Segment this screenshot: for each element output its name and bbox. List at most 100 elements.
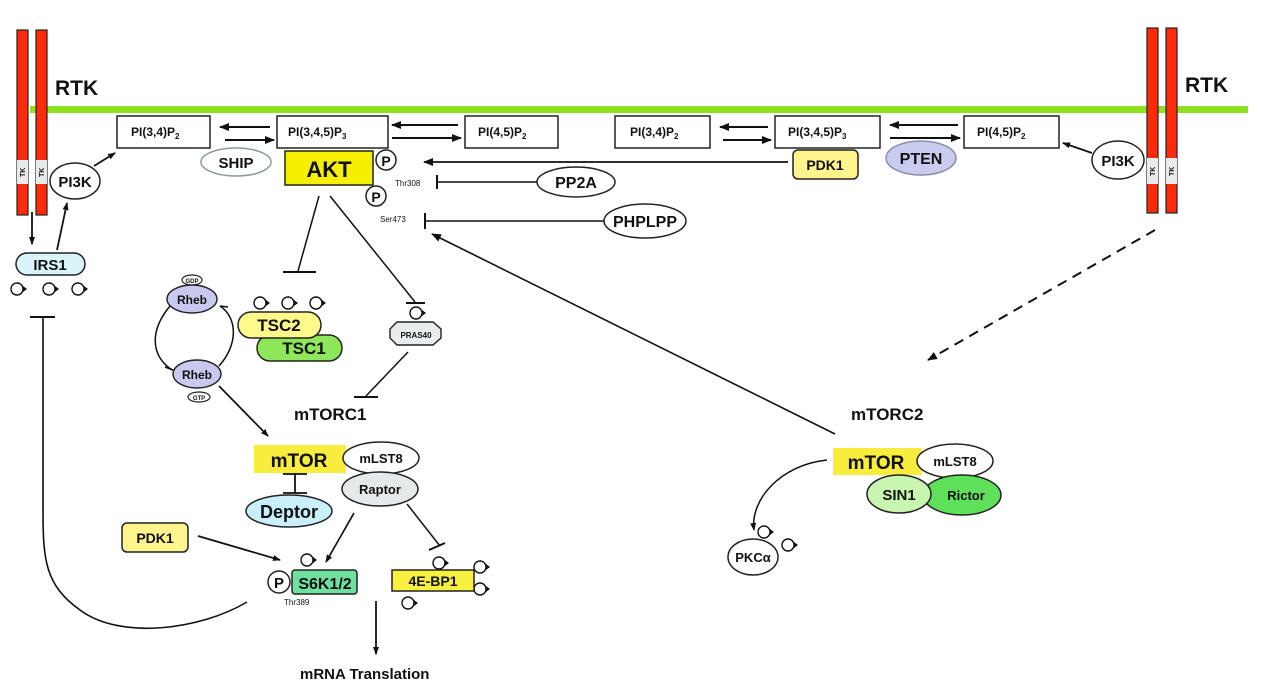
svg-text:PI(3,4)P2: PI(3,4)P2	[630, 125, 679, 141]
lipid-box[interactable]: PI(3,4)P2	[614, 115, 711, 149]
lipid-box[interactable]: PI(3,4,5)P3	[276, 115, 389, 149]
rheb-to-mtor-arrow	[218, 385, 269, 437]
svg-text:S6K1/2: S6K1/2	[298, 576, 351, 593]
svg-text:GTP: GTP	[193, 396, 205, 402]
deptor-node[interactable]: Deptor	[245, 494, 333, 528]
svg-text:PI(4,5)P2: PI(4,5)P2	[977, 125, 1026, 141]
phosphate-flags	[770, 529, 798, 548]
phosphate-group-icons	[10, 282, 85, 296]
pp2a-node[interactable]: PP2A	[536, 166, 616, 198]
svg-text:4E-BP1: 4E-BP1	[408, 573, 457, 589]
rtk-right-label: RTK	[1185, 74, 1228, 97]
rheb-gtp-node[interactable]: Rheb GTP	[172, 359, 222, 403]
pdk1-bottom-node[interactable]: PDK1	[121, 522, 189, 553]
raptor-node[interactable]	[341, 471, 419, 507]
ship-node[interactable]: SHIP	[200, 147, 272, 177]
phosphate-group-icons	[253, 296, 323, 310]
mtor1-node[interactable]	[254, 445, 346, 473]
mtorc1-label: mTORC1	[294, 405, 366, 424]
s6k-node[interactable]: S6K1/2	[291, 569, 358, 595]
mtorc1-complex[interactable]: mTOR mLST8 Raptor	[254, 441, 420, 507]
svg-text:Rheb: Rheb	[182, 368, 212, 382]
irs1-node[interactable]: IRS1	[15, 252, 86, 276]
lipid-box[interactable]: PI(3,4,5)P3	[774, 115, 881, 149]
phospho-p-ser473: P	[365, 185, 387, 207]
svg-text:Rheb: Rheb	[177, 293, 207, 307]
phosphate-group-icon	[409, 306, 426, 320]
plasma-membrane	[30, 106, 1248, 113]
rtk-right-bar-1	[1146, 27, 1159, 214]
svg-text:PTEN: PTEN	[900, 151, 943, 168]
rheb-cycle-arrows	[154, 305, 234, 371]
akt-node[interactable]: AKT	[284, 150, 374, 186]
pras40-node[interactable]: PRAS40	[389, 321, 442, 346]
mrna-translation-label: mRNA Translation	[300, 666, 429, 683]
mtorc2-complex[interactable]: mTOR mLST8 Rictor SIN1	[833, 443, 1002, 516]
phosphate-flags	[414, 560, 490, 606]
akt-inhibits-tsc2	[283, 195, 320, 273]
tk-domain	[36, 160, 47, 184]
sin1-node[interactable]	[866, 474, 932, 514]
svg-text:Deptor: Deptor	[260, 502, 318, 522]
svg-text:PI(4,5)P2: PI(4,5)P2	[478, 125, 527, 141]
mtorc2-label: mTORC2	[851, 405, 923, 424]
phosphate-flags	[266, 300, 326, 306]
svg-text:mLST8: mLST8	[359, 451, 402, 466]
rtk-left-label: RTK	[55, 77, 98, 100]
svg-text:IRS1: IRS1	[33, 257, 66, 274]
lipid-box[interactable]: PI(4,5)P2	[464, 115, 559, 149]
pdk1-top-node[interactable]: PDK1	[792, 149, 859, 180]
mtor-deptor-inhibition	[283, 473, 307, 494]
phospho-p-thr389: P	[267, 570, 291, 594]
thr389-label: Thr389	[284, 598, 310, 607]
s6k-feedback-inhibition	[30, 316, 248, 630]
svg-text:PP2A: PP2A	[555, 175, 597, 192]
svg-text:mTOR: mTOR	[271, 451, 328, 472]
thr308-label: Thr308	[395, 179, 421, 188]
pi3k-left-node[interactable]: PI3K	[49, 162, 101, 200]
phospho-p-thr308: P	[375, 149, 397, 171]
pp2a-inhibits-thr308	[436, 175, 537, 189]
svg-text:Raptor: Raptor	[359, 482, 401, 497]
svg-text:P: P	[381, 153, 390, 169]
ser473-label: Ser473	[380, 215, 406, 224]
tsc2-node[interactable]: TSC2	[237, 311, 322, 339]
4ebp1-node[interactable]: 4E-BP1	[391, 569, 475, 592]
svg-text:PI(3,4)P2: PI(3,4)P2	[131, 125, 180, 141]
svg-text:SHIP: SHIP	[218, 155, 253, 172]
raptor-inhibits-4ebp1	[406, 503, 446, 551]
tk-label: TK	[20, 168, 27, 177]
rtk-right[interactable]: TK TK RTK	[1146, 27, 1228, 214]
mtor2-node[interactable]	[833, 448, 922, 475]
svg-text:TSC1: TSC1	[282, 339, 325, 358]
svg-text:mTOR: mTOR	[848, 453, 905, 474]
tk-domain	[1166, 158, 1177, 184]
svg-text:PKCα: PKCα	[735, 550, 770, 565]
pten-node[interactable]: PTEN	[885, 140, 957, 176]
rheb-gdp-node[interactable]: GDP Rheb	[166, 274, 218, 314]
phosphate-flags	[23, 286, 88, 292]
irs1-to-pi3k-arrow	[56, 202, 69, 251]
raptor-to-s6k-arrow	[325, 512, 355, 563]
svg-text:P: P	[274, 575, 284, 592]
svg-text:Rictor: Rictor	[947, 488, 985, 503]
svg-text:GDP: GDP	[185, 279, 198, 285]
rtk-left-bar-1	[16, 29, 29, 216]
pkca-node[interactable]: PKCα	[727, 538, 779, 576]
rtk-left-bar-2	[35, 29, 48, 216]
tsc1-node[interactable]: TSC1	[256, 334, 343, 362]
svg-text:mLST8: mLST8	[933, 454, 976, 469]
lipid-box[interactable]: PI(4,5)P2	[963, 115, 1060, 149]
rtk-left[interactable]: TK TK RTK	[16, 29, 98, 216]
lipid-box[interactable]: PI(3,4)P2	[116, 115, 211, 149]
pras40-inhibits-mtorc1	[354, 351, 409, 398]
svg-text:PI3K: PI3K	[1101, 153, 1135, 170]
pi3k-right-node[interactable]: PI3K	[1091, 140, 1145, 180]
svg-text:PRAS40: PRAS40	[400, 331, 432, 340]
pi3k-right-to-lipid-arrow	[1062, 142, 1093, 154]
phosphate-group-icon	[300, 553, 317, 567]
phlpp-node[interactable]: PHPLPP	[603, 203, 687, 239]
svg-text:SIN1: SIN1	[882, 487, 915, 504]
svg-text:PDK1: PDK1	[806, 157, 844, 173]
